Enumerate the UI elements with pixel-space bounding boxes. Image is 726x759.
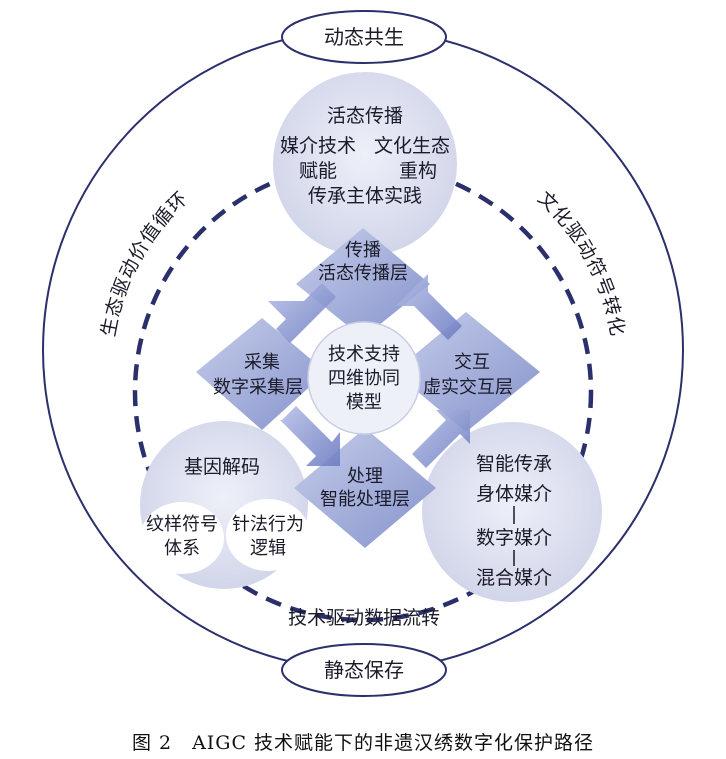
left-circle-title: 基因解码	[184, 456, 260, 478]
top-oval	[281, 10, 447, 64]
bottom-oval-label: 静态保存	[324, 658, 404, 682]
diamond-top-line2: 活态传播层	[318, 263, 408, 284]
right-circle	[422, 422, 602, 602]
top-circle-left-2: 赋能	[299, 160, 337, 182]
right-circle-line2: 数字媒介	[476, 527, 552, 549]
right-arc-label: 文化驱动符号转化	[533, 187, 628, 338]
top-oval-label: 动态共生	[324, 25, 404, 49]
diamond-right	[394, 312, 540, 432]
left-arc-label: 生态驱动价值循环	[97, 187, 192, 338]
top-circle-right-1: 文化生态	[374, 135, 450, 157]
center-line1: 技术支持	[328, 344, 400, 365]
center-line3: 模型	[346, 392, 382, 413]
diamond-left-line2: 数字采集层	[213, 377, 303, 398]
arrow-bottom-to-right	[412, 410, 470, 468]
top-circle-right-2: 重构	[399, 160, 437, 182]
left-sub-1-line1: 纹样符号	[146, 514, 218, 535]
protection-path-diagram: 动态共生 静态保存 生态驱动价值循环 文化驱动符号转化 技术驱动数据流转 活态传…	[42, 10, 684, 697]
diamond-bottom-line1: 处理	[347, 466, 383, 487]
diamond-left	[196, 318, 326, 430]
top-circle-bottom: 传承主体实践	[308, 185, 422, 207]
right-circle-line3: 混合媒介	[476, 567, 552, 589]
arrow-top-to-left	[268, 283, 336, 343]
top-circle-title: 活态传播	[327, 105, 403, 127]
figure-caption: 图 2 AIGC 技术赋能下的非遗汉绣数字化保护路径	[131, 732, 595, 754]
left-sub-bubble-2	[226, 499, 310, 571]
diamond-right-line1: 交互	[454, 352, 490, 373]
bottom-arc-label: 技术驱动数据流转	[288, 607, 440, 629]
left-sub-2-line2: 逻辑	[250, 538, 286, 559]
diamond-left-line1: 采集	[244, 352, 280, 373]
diamond-top	[296, 228, 430, 338]
left-sub-2-line1: 针法行为	[232, 514, 304, 535]
diamond-top-line1: 传播	[345, 240, 381, 261]
top-circle-left-1: 媒介技术	[280, 135, 356, 157]
diamond-bottom-line2: 智能处理层	[320, 489, 410, 510]
arrow-right-to-top	[396, 274, 462, 340]
right-circle-title: 智能传承	[476, 453, 552, 475]
top-circle	[273, 72, 457, 256]
arrow-left-to-bottom	[280, 406, 340, 466]
bottom-oval	[281, 643, 447, 697]
center-circle	[307, 321, 421, 435]
center-line2: 四维协同	[328, 368, 400, 389]
diamond-right-line2: 虚实交互层	[423, 377, 513, 398]
right-circle-line1: 身体媒介	[476, 483, 552, 505]
left-sub-bubble-1	[140, 502, 224, 574]
left-sub-1-line2: 体系	[164, 538, 200, 559]
